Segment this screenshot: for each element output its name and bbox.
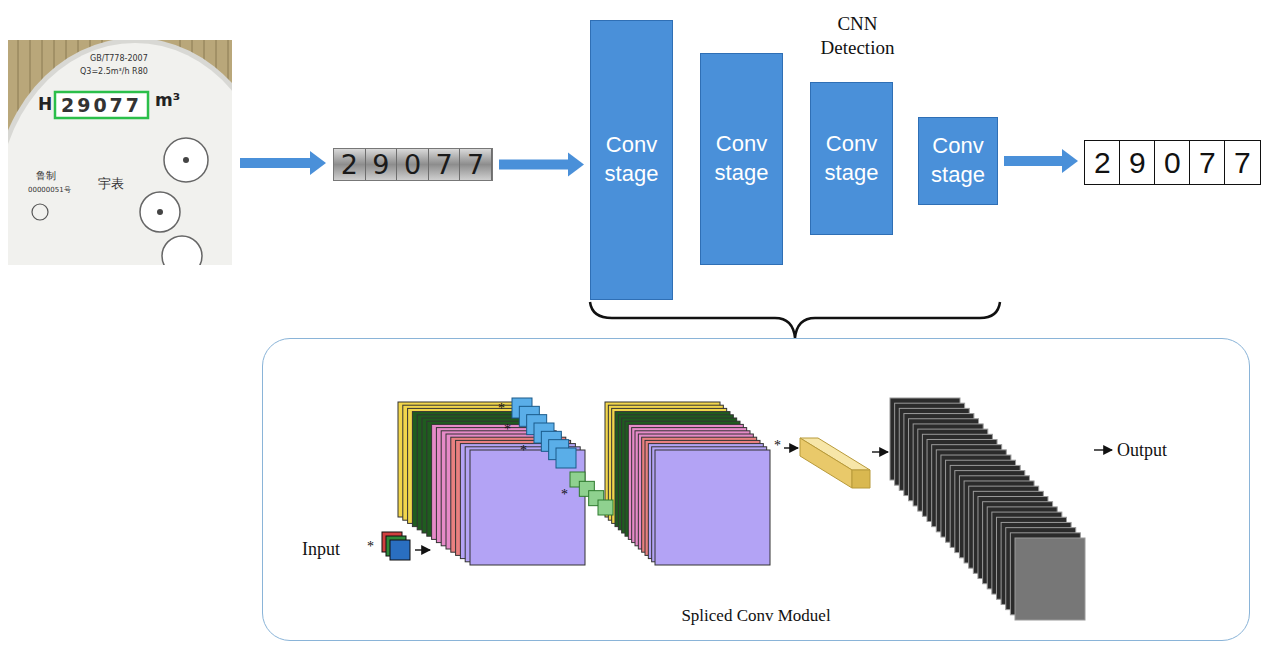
node-text: Conv stage [595,131,668,188]
flow-arrow [240,151,326,175]
operator-symbol: * [561,486,568,504]
node-text: 2 [1094,146,1111,180]
arrow-shaft [1004,156,1064,166]
node-text: 0 [397,149,429,180]
node-text: 7 [1234,146,1251,180]
conv-stage-box: Conv stage [918,117,998,205]
input-cube [390,540,410,560]
operator-symbol: * [367,538,374,556]
conv-stage-box: Conv stage [810,82,893,235]
node-text: 2 [334,149,366,180]
arrow-shaft [499,160,570,170]
node-text: 7 [1199,146,1216,180]
meter-reading: 29077 [57,94,146,118]
kernel-slice [556,448,576,468]
conv-stage-box: Conv stage [590,20,673,300]
small-arrow [415,549,430,550]
meter-marking: 鲁制 [36,170,56,183]
node-text: 9 [1129,146,1146,180]
conv-stage-box: Conv stage [700,53,783,265]
meter-marking: 宇表 [98,176,124,192]
node-text: Conv stage [923,132,993,189]
meter-photo [8,40,232,265]
meter-marking: GB/T778-2007 [90,54,148,64]
grouping-brace [590,302,1000,338]
meter-marking: H [38,94,52,115]
meter-marking: 00000051号 [28,186,71,195]
node-text: 0 [1164,146,1181,180]
flow-arrow [1004,149,1078,173]
operator-symbol: * [520,442,527,460]
digit-strip: 29077 [333,148,493,181]
node-text: 7 [429,149,461,180]
output-digit-cell: 2 [1084,140,1121,185]
node-text: Conv stage [705,130,778,187]
module-label: Output [1117,439,1167,462]
node-text: 9 [366,149,398,180]
pooling-bar [852,470,870,488]
module-panel: Spliced Conv Moduel [262,338,1250,641]
small-arrow [784,447,798,448]
flow-arrow [499,153,584,177]
small-arrow [872,451,888,452]
feature-map-stacks [382,398,1085,620]
node-text: Conv stage [815,130,888,187]
section-title: CNN Detection [800,12,915,60]
small-arrow [1094,449,1112,450]
feature-map-slice [655,450,770,565]
meter-marking: Q3=2.5m³/h R80 [80,67,148,77]
output-map-slice [1015,538,1085,620]
operator-symbol: * [504,421,511,439]
module-label: Input [302,538,340,561]
output-digit-cell: 0 [1154,140,1191,185]
meter-marking: m³ [155,90,180,111]
arrow-head [1062,149,1078,173]
node-text: 7 [460,149,492,180]
output-digit-cell: 7 [1189,140,1226,185]
module-caption: Spliced Conv Moduel [681,606,830,626]
operator-symbol: * [774,437,781,455]
arrow-head [568,153,584,177]
output-digit-cell: 7 [1224,140,1261,185]
kernel-slice [598,500,613,515]
pooling-bar [800,438,852,488]
operator-symbol: * [498,400,505,418]
output-digit-cell: 9 [1119,140,1156,185]
